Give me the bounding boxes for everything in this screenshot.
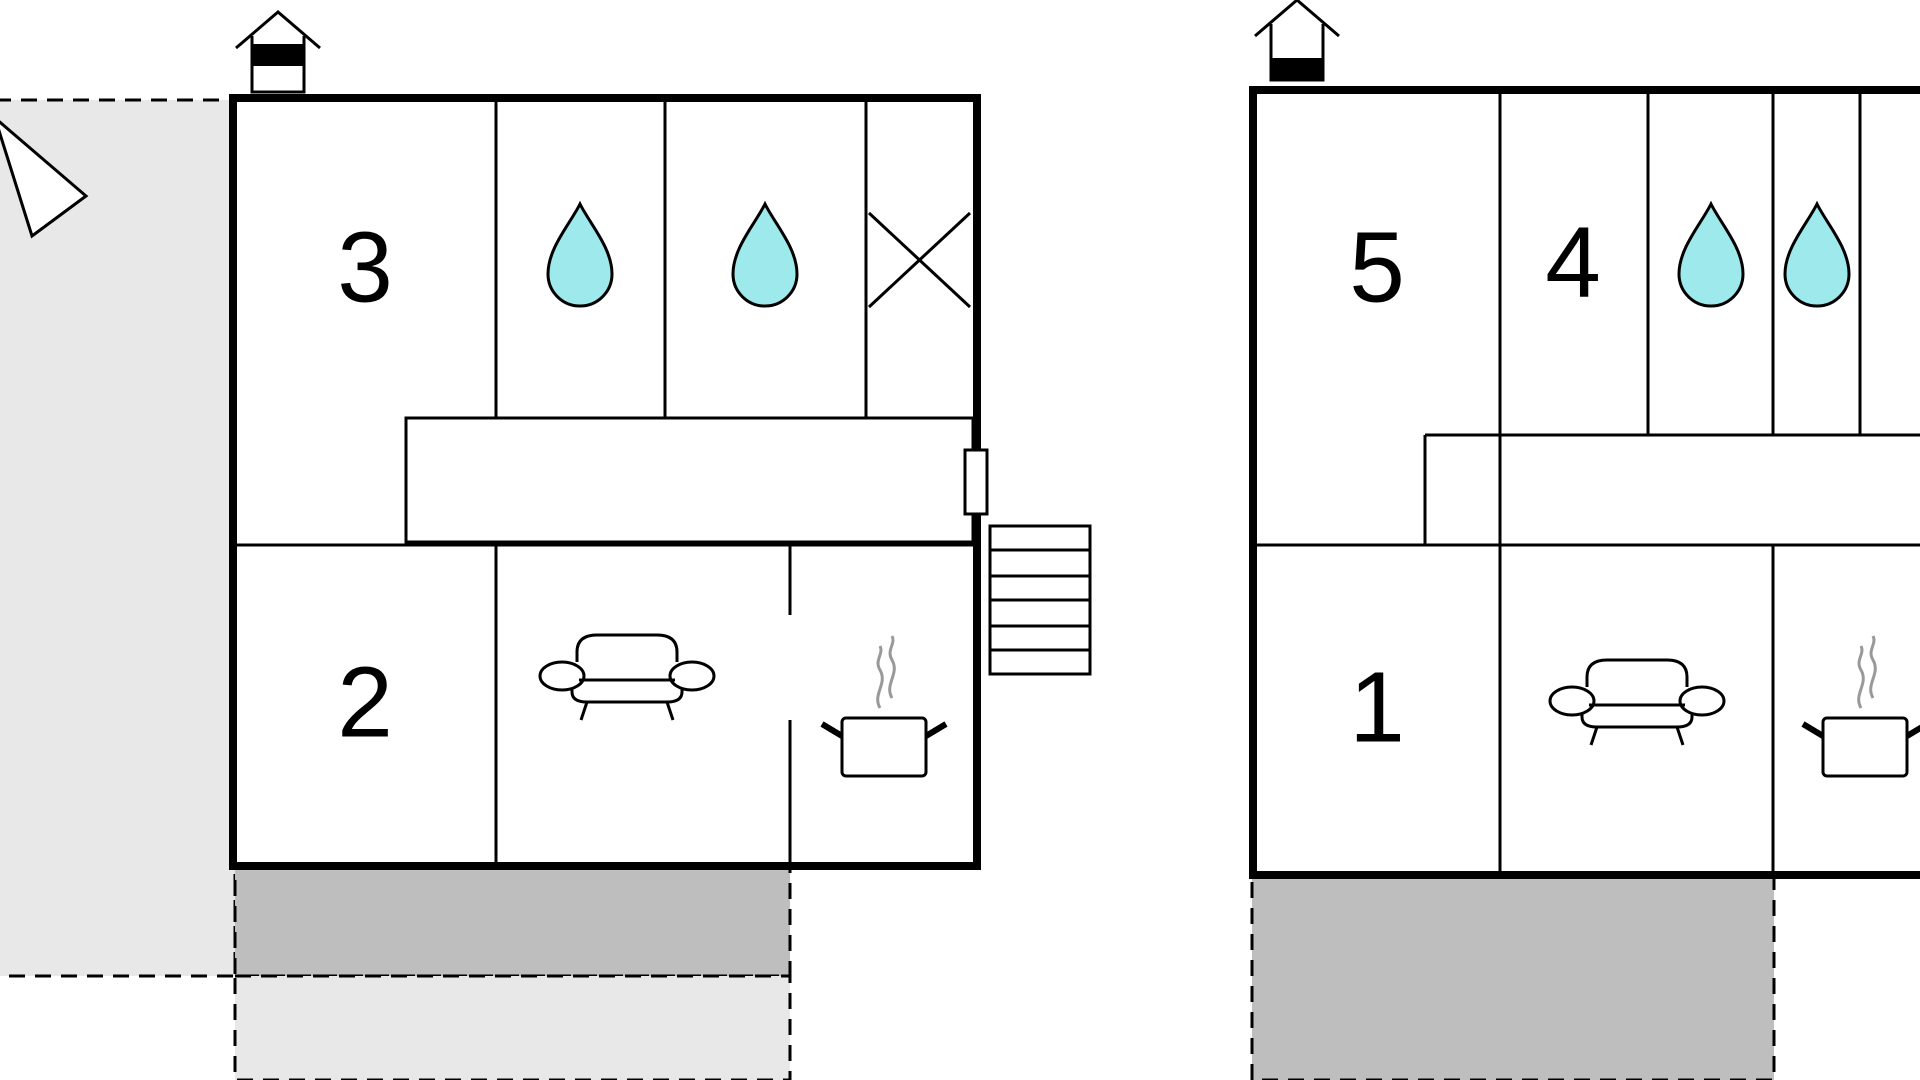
right-interior-walls: [1256, 94, 1920, 875]
terrace-area-dark: [233, 864, 792, 978]
terrace-area: [0, 98, 237, 978]
room-number-5: 5: [1349, 211, 1405, 323]
terrace-area-dark: [1250, 874, 1776, 1080]
room-number-2: 2: [337, 646, 393, 758]
room-number-4: 4: [1545, 206, 1601, 318]
room-number-3: 3: [337, 211, 393, 323]
north-arrow-icon: [0, 120, 89, 239]
house-icon: [1253, 0, 1341, 82]
terrace-area-light: [233, 974, 792, 1080]
room-number-1: 1: [1349, 651, 1405, 763]
house-icon: [234, 10, 322, 94]
stairs-icon: [988, 524, 1092, 676]
right-floor-plan: 5 4 1: [1249, 0, 1920, 1080]
door-icon: [963, 448, 989, 516]
left-floor-plan: 3 2: [0, 10, 1092, 1080]
